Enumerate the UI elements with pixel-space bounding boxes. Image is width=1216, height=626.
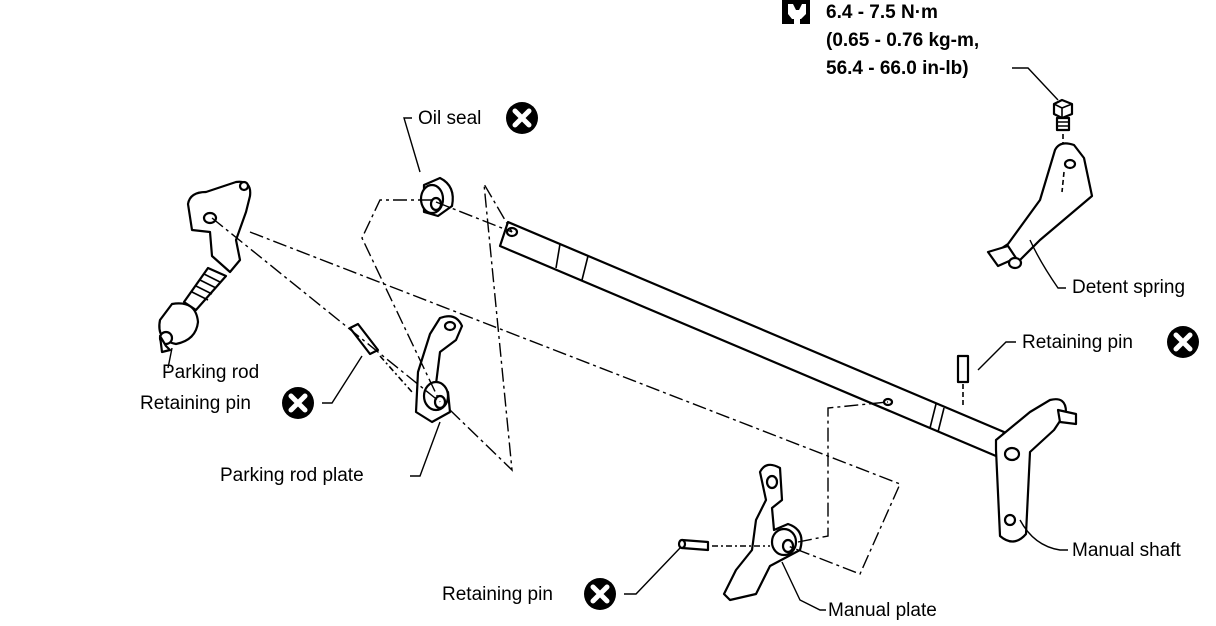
assembly-line-rod-to-manual-plate (249, 231, 901, 575)
assembly-line-seal-to-shaft (435, 201, 513, 233)
torque-value-kgm: (0.65 - 0.76 kg-m, (826, 30, 979, 51)
parking-rod-plate (414, 315, 464, 424)
do-not-reuse-icon (282, 387, 314, 419)
retaining-pin-bottom-leader (624, 547, 681, 595)
manual-plate-leader (781, 561, 826, 611)
label-retaining-pin-bottom: Retaining pin (442, 584, 553, 605)
retaining-pin-left (348, 322, 413, 393)
manual-shaft (498, 220, 1078, 543)
assembly-line-plate-to-shaft (449, 183, 513, 472)
torque-value-inlb: 56.4 - 66.0 in-lb) (826, 58, 969, 79)
bolt (1052, 98, 1074, 150)
label-manual-plate: Manual plate (828, 600, 937, 621)
retaining-pin-left-leader (322, 355, 363, 404)
assembly-line-manual-plate-to-shaft (797, 401, 889, 543)
parking-rod (158, 180, 252, 354)
do-not-reuse-icon (584, 578, 616, 610)
torque-leader (1012, 67, 1059, 101)
parking-rod-plate-leader (410, 421, 441, 477)
torque-wrench-icon (782, 0, 810, 24)
torque-value-nm: 6.4 - 7.5 N·m (826, 2, 938, 23)
retaining-pin-bottom (677, 538, 770, 552)
parking-rod-leader (167, 347, 173, 369)
retaining-pin-right (956, 354, 970, 408)
do-not-reuse-icon (1167, 326, 1199, 358)
oil-seal (419, 176, 454, 218)
label-oil-seal: Oil seal (418, 108, 481, 129)
label-retaining-pin-left: Retaining pin (140, 393, 251, 414)
assembly-line-seal-to-plate (361, 199, 441, 403)
manual-shaft-leader (1019, 519, 1068, 551)
detent-spring-leader (1029, 239, 1066, 289)
label-parking-rod: Parking rod (162, 362, 259, 383)
do-not-reuse-icon (506, 102, 538, 134)
oil-seal-leader (403, 117, 421, 173)
retaining-pin-right-leader (977, 341, 1016, 371)
label-manual-shaft: Manual shaft (1072, 540, 1182, 561)
label-parking-rod-plate: Parking rod plate (220, 465, 364, 486)
detent-spring (986, 142, 1094, 270)
assembly-line-rod-to-plate (211, 217, 441, 403)
label-retaining-pin-right: Retaining pin (1022, 332, 1133, 353)
label-detent-spring: Detent spring (1072, 277, 1185, 298)
manual-plate (722, 463, 803, 602)
